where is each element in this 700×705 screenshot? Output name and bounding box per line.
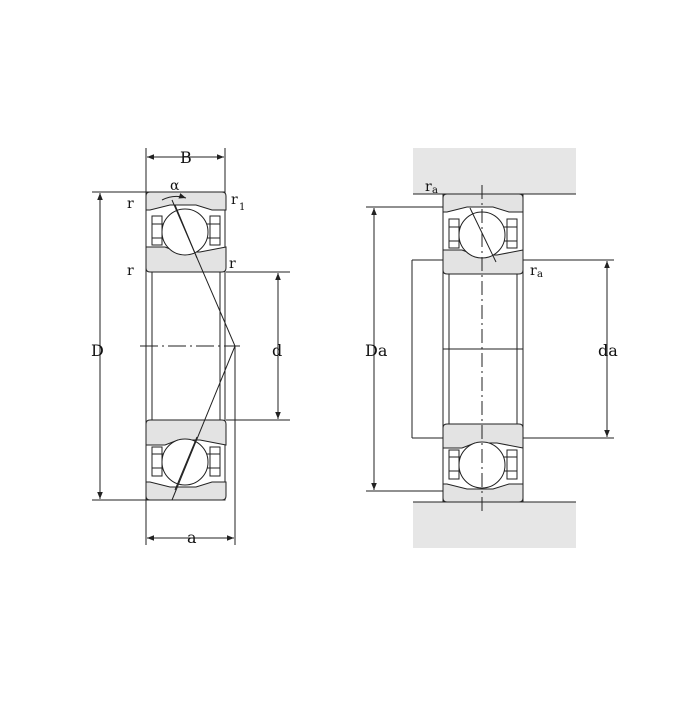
label-ra-mid: r [530,263,537,279]
label-r-mid-right: r [229,256,236,272]
label-r1: r [231,192,238,208]
housing-bottom [413,502,576,548]
cage-left-bottom-right [448,449,460,480]
inner-ring-top [145,246,227,273]
label-D: D [91,341,104,360]
contact-line-right-top [469,207,497,263]
label-ra-top: r [425,179,432,195]
outer-ring-top-right [442,193,524,213]
cage-left-bottom [151,446,163,477]
label-b: B [180,148,192,167]
cage-right-bottom-right [506,449,518,480]
ball-bottom-right [458,441,506,489]
contact-line-ball-top [174,204,198,259]
alpha-arc [161,193,187,201]
label-r-mid-left: r [127,263,134,279]
label-a: a [187,528,197,547]
contact-line-ball-bottom [174,436,198,491]
cage-right-bottom [209,446,221,477]
cage-left-top-right [448,218,460,249]
outer-ring-bottom [145,481,227,501]
label-Da: Da [365,341,388,360]
label-d: d [272,341,282,360]
outer-ring-bottom-right [442,483,524,503]
bearing-right-view [366,185,614,512]
bearing-left-view [92,148,290,545]
label-r-top: r [127,196,134,212]
cage-left-top [151,215,163,246]
label-ra-top-sub: a [432,185,438,196]
housing-top [413,148,576,194]
ball-bottom [161,438,209,486]
ball-top [161,208,209,256]
cage-right-top [209,215,221,246]
cage-right-top-right [506,218,518,249]
label-da: da [598,341,618,360]
outer-ring-top [145,191,227,211]
right-view-labels: r a r a Da da [365,179,618,360]
label-ra-mid-sub: a [537,269,543,280]
label-r1-sub: 1 [239,202,245,213]
label-alpha: α [170,178,180,194]
left-view-labels: B α r r 1 r r D d a [91,148,282,547]
